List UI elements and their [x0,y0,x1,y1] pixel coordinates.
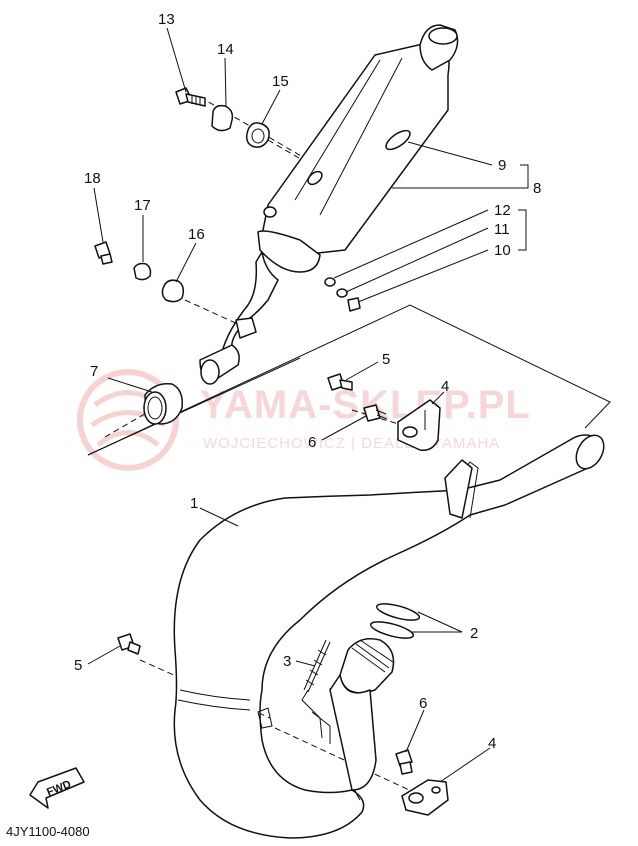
bracket-4-lower [401,779,449,816]
silencer-bracket [235,317,257,339]
callout-12: 12 [494,202,511,219]
spring-3 [301,639,331,744]
bracket-4-upper [397,399,441,452]
grommet-16 [161,279,185,303]
silencer [199,24,459,385]
callout-15: 15 [272,73,289,90]
bolt-6-upper [363,404,388,422]
gasket-7 [143,382,184,425]
callout-3: 3 [283,653,291,670]
bolt-13 [175,87,206,107]
callout-17: 17 [134,197,151,214]
washer-11 [336,288,348,298]
bolt-10 [347,297,361,312]
callout-8: 8 [533,180,541,197]
callout-13: 13 [158,11,175,28]
silencer-inlet-pipe [221,251,279,353]
exhaust-pipe-bracket [444,459,473,519]
callout-9: 9 [498,157,506,174]
callout-18: 18 [84,170,101,187]
collar-17 [133,262,152,281]
exhaust-pipe [173,434,605,839]
watermark-subtitle: WOJCIECHOWICZ | DEALER YAMAHA [203,435,500,452]
bolt-5-lower [117,633,141,655]
bolt-18 [94,241,113,265]
callout-4-lower: 4 [488,735,496,752]
callout-5-upper: 5 [382,351,390,368]
callout-7: 7 [90,363,98,380]
silencer-clips [324,277,361,312]
grommet-15 [245,122,270,148]
diagram-code: 4JY1100-4080 [6,824,90,839]
silencer-flange [257,230,321,273]
callout-10: 10 [494,242,511,259]
callout-6-upper: 6 [308,434,316,451]
callout-16: 16 [188,226,205,243]
callout-5-lower: 5 [74,657,82,674]
collar-14 [211,104,234,132]
callouts: 13 14 15 18 17 16 9 8 12 11 10 7 5 4 6 1… [74,11,541,752]
fwd-arrow-icon: FWD [29,767,85,809]
o-rings-2 [369,603,421,639]
washer-12 [324,277,336,287]
callout-1: 1 [190,495,198,512]
leader-lines [87,27,529,783]
callout-6-lower: 6 [419,695,427,712]
callout-4-upper: 4 [441,378,449,395]
callout-14: 14 [217,41,234,58]
callout-2: 2 [470,625,478,642]
callout-11: 11 [494,221,510,238]
exploded-view-frame [87,304,611,456]
watermark-brand: YAMA-SKLEP.PL [200,383,531,427]
bolt-6-lower [395,749,413,775]
bolt-5-upper [327,373,353,391]
